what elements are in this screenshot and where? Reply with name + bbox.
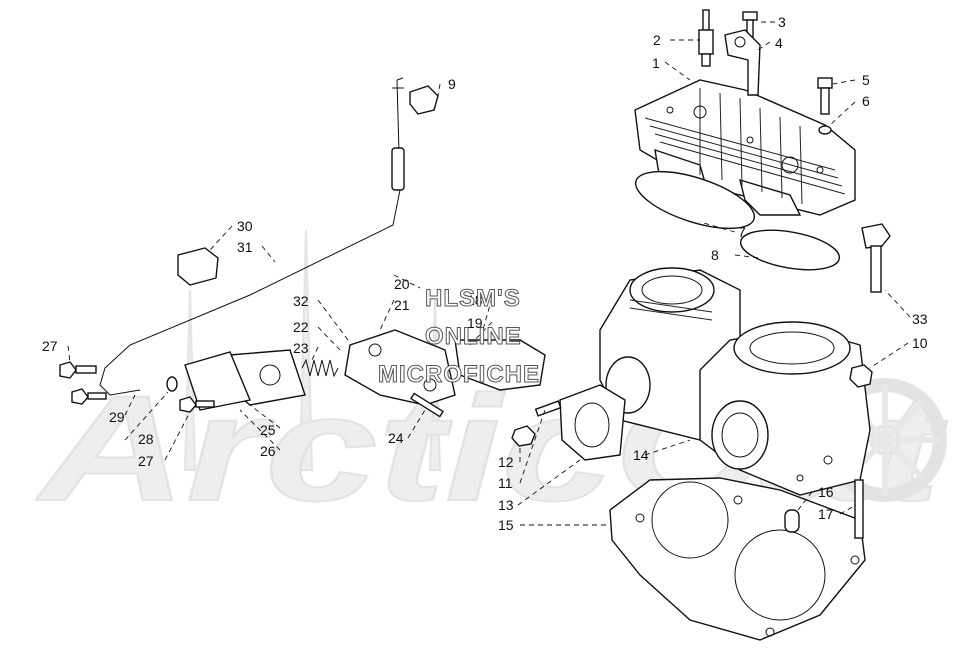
callout-4: 4 bbox=[775, 35, 783, 51]
cylinder-front bbox=[699, 321, 871, 496]
callout-13: 13 bbox=[498, 497, 514, 513]
callout-24: 24 bbox=[388, 430, 404, 446]
callout-30: 30 bbox=[237, 218, 253, 234]
watermark-line2: ONLINE bbox=[425, 323, 522, 350]
bracket-4 bbox=[724, 29, 761, 96]
valve-slide-18 bbox=[454, 339, 546, 391]
callout-17: 17 bbox=[818, 506, 834, 522]
washer-6 bbox=[818, 125, 832, 135]
stud-17 bbox=[854, 479, 864, 539]
callout-27-bottom: 27 bbox=[138, 453, 154, 469]
valve-gasket-26 bbox=[184, 351, 251, 411]
callout-25: 25 bbox=[260, 422, 276, 438]
bolt-5 bbox=[817, 77, 833, 115]
callout-32: 32 bbox=[293, 293, 309, 309]
callout-21: 21 bbox=[394, 297, 410, 313]
callout-19: 19 bbox=[467, 315, 483, 331]
callout-7: 7 bbox=[738, 224, 746, 240]
callout-16: 16 bbox=[818, 484, 834, 500]
dowel-16 bbox=[784, 509, 800, 533]
watermark-overlay: HLSM'S ONLINE MICROFICHE bbox=[378, 285, 540, 389]
callout-28: 28 bbox=[138, 431, 154, 447]
callout-6: 6 bbox=[862, 93, 870, 109]
bolt-27-top bbox=[59, 361, 97, 379]
callouts: 1 2 3 4 5 6 7 8 9 10 11 12 13 14 15 16 1… bbox=[42, 14, 928, 533]
callout-14: 14 bbox=[633, 447, 649, 463]
callout-8: 8 bbox=[711, 247, 719, 263]
callout-33: 33 bbox=[912, 311, 928, 327]
callout-9: 9 bbox=[448, 76, 456, 92]
exhaust-gasket-13 bbox=[559, 384, 626, 461]
watermark-line3: MICROFICHE bbox=[378, 361, 540, 388]
callout-15: 15 bbox=[498, 517, 514, 533]
head-gasket-7 bbox=[634, 170, 756, 230]
base-gasket-15 bbox=[609, 477, 866, 641]
valve-housing-21 bbox=[344, 329, 456, 406]
bolt-29 bbox=[71, 388, 107, 405]
callout-5: 5 bbox=[862, 72, 870, 88]
head-gasket-8 bbox=[739, 229, 841, 271]
callout-23: 23 bbox=[293, 340, 309, 356]
bolt-27-bottom bbox=[179, 396, 215, 413]
spring-23 bbox=[301, 358, 339, 378]
nut-10 bbox=[849, 364, 873, 388]
callout-31: 31 bbox=[237, 239, 253, 255]
stud-11 bbox=[534, 400, 562, 417]
bolt-33 bbox=[861, 223, 891, 293]
bolt-24 bbox=[410, 392, 444, 418]
callout-18: 18 bbox=[467, 292, 483, 308]
callout-26: 26 bbox=[260, 443, 276, 459]
cable-31 bbox=[99, 79, 401, 396]
callout-1: 1 bbox=[652, 55, 660, 71]
callout-2: 2 bbox=[653, 32, 661, 48]
callout-10: 10 bbox=[912, 335, 928, 351]
callout-20: 20 bbox=[394, 276, 410, 292]
watermark-line1: HLSM'S bbox=[425, 285, 521, 312]
callout-12: 12 bbox=[498, 454, 514, 470]
leader-lines bbox=[67, 21, 911, 526]
bushing-28 bbox=[166, 376, 178, 392]
clip-30 bbox=[177, 247, 219, 286]
bracket-9 bbox=[409, 85, 439, 115]
spark-plug bbox=[698, 9, 714, 67]
callout-29: 29 bbox=[109, 409, 125, 425]
callout-11: 11 bbox=[498, 475, 513, 491]
nut-12 bbox=[511, 425, 536, 447]
callout-22: 22 bbox=[293, 319, 309, 335]
callout-27-top: 27 bbox=[42, 338, 58, 354]
callout-3: 3 bbox=[778, 14, 786, 30]
